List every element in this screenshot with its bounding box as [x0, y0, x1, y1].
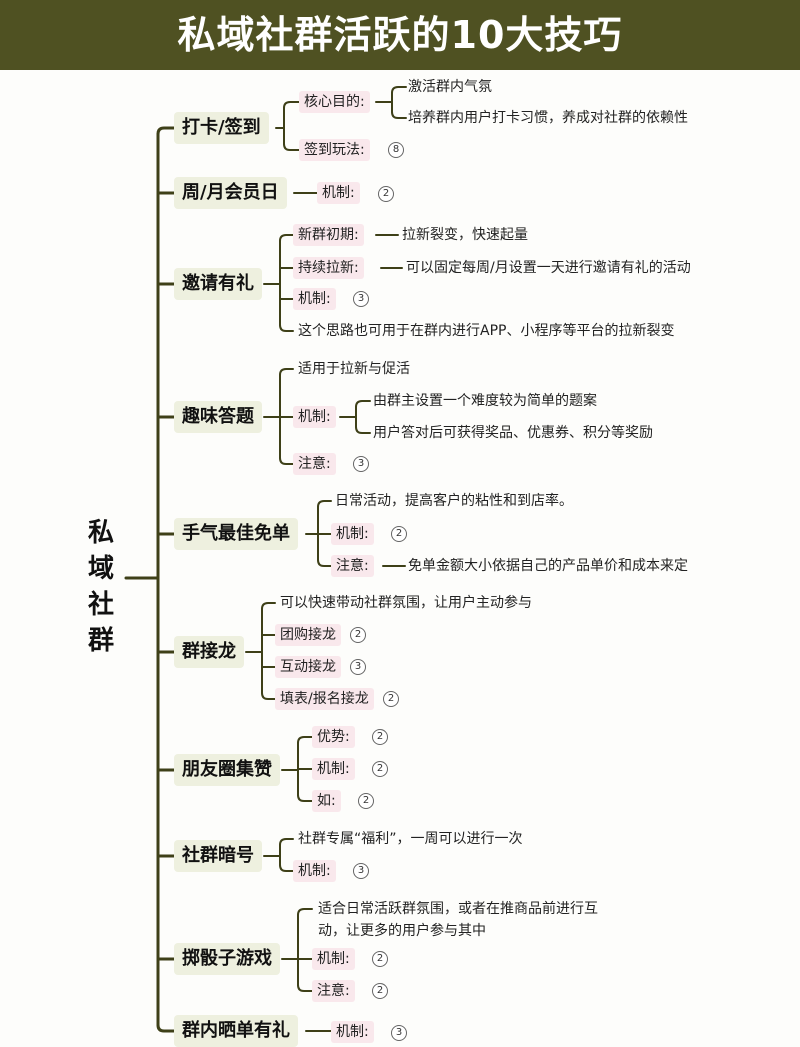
- leaf-text: 社群专属“福利”，一周可以进行一次: [298, 831, 523, 847]
- leaf-text: 可以固定每周/月设置一天进行邀请有礼的活动: [406, 260, 691, 276]
- page-title: 私域社群活跃的10大技巧: [177, 13, 623, 57]
- leaf-text: 日常活动，提高客户的粘性和到店率。: [335, 493, 573, 509]
- collapsed-count-badge[interactable]: 2: [372, 729, 388, 745]
- connector-line: [279, 324, 294, 332]
- label-mechanism: 机制:: [317, 182, 360, 204]
- label-mechanism: 机制:: [312, 758, 355, 780]
- connector-line: [279, 368, 294, 376]
- connector-line: [279, 838, 294, 846]
- collapsed-count-badge[interactable]: 3: [353, 291, 369, 307]
- category-moments-likes: 朋友圈集赞: [174, 754, 280, 786]
- leaf-text: 适用于拉新与促活: [298, 361, 410, 377]
- category-member-day: 周/月会员日: [174, 177, 287, 209]
- label-attention: 注意:: [293, 453, 336, 475]
- label-mechanism: 机制:: [293, 288, 336, 310]
- category-lucky-free: 手气最佳免单: [174, 518, 298, 550]
- label-mechanism: 机制:: [331, 523, 374, 545]
- leaf-text: 培养群内用户打卡习惯，养成对社群的依赖性: [408, 110, 688, 126]
- connector-line: [261, 692, 276, 700]
- collapsed-count-badge[interactable]: 2: [372, 983, 388, 999]
- connector-line: [317, 559, 332, 567]
- connector-line: [297, 984, 313, 992]
- connector-line: [297, 736, 313, 744]
- leaf-text: 适合日常活跃群氛围，或者在推商品前进行互动，让更多的用户参与其中: [318, 901, 598, 939]
- connector-line: [391, 86, 407, 94]
- category-checkin: 打卡/签到: [174, 112, 269, 144]
- collapsed-count-badge[interactable]: 3: [353, 863, 369, 879]
- category-group-relay: 群接龙: [174, 636, 244, 668]
- root-char: 私: [87, 518, 114, 548]
- leaf-text: 激活群内气氛: [408, 79, 492, 95]
- collapsed-count-badge[interactable]: 3: [350, 659, 366, 675]
- root-char: 域: [87, 554, 114, 584]
- connector-line: [156, 126, 176, 136]
- connector-line: [279, 234, 294, 242]
- leaf-text: 可以快速带动社群氛围，让用户主动参与: [280, 595, 532, 611]
- collapsed-count-badge[interactable]: 2: [383, 691, 399, 707]
- label-advantage: 优势:: [312, 726, 355, 748]
- label-attention: 注意:: [331, 555, 374, 577]
- collapsed-count-badge[interactable]: 3: [353, 456, 369, 472]
- connector-line: [355, 400, 371, 408]
- category-invite-reward: 邀请有礼: [174, 268, 262, 300]
- connector-line: [279, 457, 294, 465]
- label-attention: 注意:: [312, 980, 355, 1002]
- label-checkin-play: 签到玩法:: [299, 139, 370, 161]
- label-mechanism: 机制:: [312, 948, 355, 970]
- category-dice-game: 掷骰子游戏: [174, 943, 280, 975]
- collapsed-count-badge[interactable]: 2: [391, 526, 407, 542]
- root-node: 私 域 社 群: [84, 515, 118, 659]
- leaf-text: 拉新裂变，快速起量: [402, 227, 528, 243]
- category-show-order-reward: 群内晒单有礼: [174, 1015, 298, 1047]
- connector-line: [297, 794, 313, 802]
- connector-line: [283, 101, 300, 109]
- collapsed-count-badge[interactable]: 2: [372, 951, 388, 967]
- collapsed-count-badge[interactable]: 8: [388, 142, 404, 158]
- label-interactive-relay: 互动接龙: [275, 656, 341, 678]
- label-mechanism: 机制:: [331, 1021, 374, 1043]
- root-char: 社: [87, 590, 114, 620]
- connector-line: [261, 602, 276, 610]
- collapsed-count-badge[interactable]: 2: [350, 627, 366, 643]
- label-new-group: 新群初期:: [293, 224, 364, 246]
- label-mechanism: 机制:: [293, 406, 336, 428]
- connector-line: [279, 864, 294, 872]
- leaf-text: 这个思路也可用于在群内进行APP、小程序等平台的拉新裂变: [298, 323, 675, 339]
- title-bar: 私域社群活跃的10大技巧: [0, 0, 800, 70]
- connector-line: [317, 500, 332, 508]
- leaf-text: 用户答对后可获得奖品、优惠券、积分等奖励: [373, 425, 653, 441]
- connector-line: [156, 1023, 176, 1033]
- label-group-buy-relay: 团购接龙: [275, 624, 341, 646]
- collapsed-count-badge[interactable]: 2: [372, 761, 388, 777]
- connector-line: [297, 908, 313, 916]
- connector-line: [391, 111, 407, 119]
- connector-line: [355, 426, 371, 434]
- label-mechanism: 机制:: [293, 860, 336, 882]
- category-quiz: 趣味答题: [174, 401, 262, 433]
- leaf-text: 由群主设置一个难度较为简单的题案: [373, 393, 597, 409]
- leaf-text: 免单金额大小依据自己的产品单价和成本来定: [408, 558, 688, 574]
- category-group-code: 社群暗号: [174, 840, 262, 872]
- collapsed-count-badge[interactable]: 2: [358, 793, 374, 809]
- collapsed-count-badge[interactable]: 2: [378, 186, 394, 202]
- collapsed-count-badge[interactable]: 3: [391, 1025, 407, 1041]
- connector-line: [283, 143, 300, 151]
- label-form-relay: 填表/报名接龙: [275, 688, 374, 710]
- label-continuous: 持续拉新:: [293, 257, 364, 279]
- label-core-purpose: 核心目的:: [299, 91, 370, 113]
- label-example: 如:: [312, 790, 341, 812]
- root-char: 群: [87, 626, 114, 656]
